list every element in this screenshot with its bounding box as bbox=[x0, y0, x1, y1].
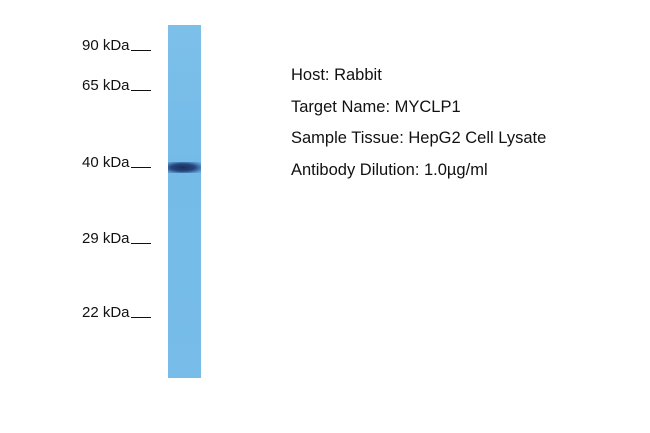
marker-65kda: 65 kDa bbox=[82, 77, 151, 95]
marker-tick bbox=[130, 90, 151, 91]
antibody-dilution-label: Antibody Dilution: 1.0µg/ml bbox=[291, 161, 488, 179]
target-name-label: Target Name: MYCLP1 bbox=[291, 98, 461, 116]
marker-label: 40 kDa bbox=[82, 154, 130, 171]
marker-tick bbox=[130, 50, 151, 51]
marker-29kda: 29 kDa bbox=[82, 230, 151, 248]
marker-90kda: 90 kDa bbox=[82, 37, 151, 55]
marker-40kda: 40 kDa bbox=[82, 154, 151, 172]
marker-tick bbox=[130, 243, 151, 244]
marker-label: 90 kDa bbox=[82, 37, 130, 54]
marker-label: 29 kDa bbox=[82, 230, 130, 247]
marker-tick bbox=[130, 167, 151, 168]
marker-tick bbox=[130, 317, 151, 318]
marker-22kda: 22 kDa bbox=[82, 304, 151, 322]
marker-label: 65 kDa bbox=[82, 77, 130, 94]
marker-label: 22 kDa bbox=[82, 304, 130, 321]
protein-band bbox=[168, 162, 201, 173]
host-label: Host: Rabbit bbox=[291, 66, 382, 84]
blot-lane bbox=[168, 25, 201, 378]
sample-tissue-label: Sample Tissue: HepG2 Cell Lysate bbox=[291, 129, 547, 147]
